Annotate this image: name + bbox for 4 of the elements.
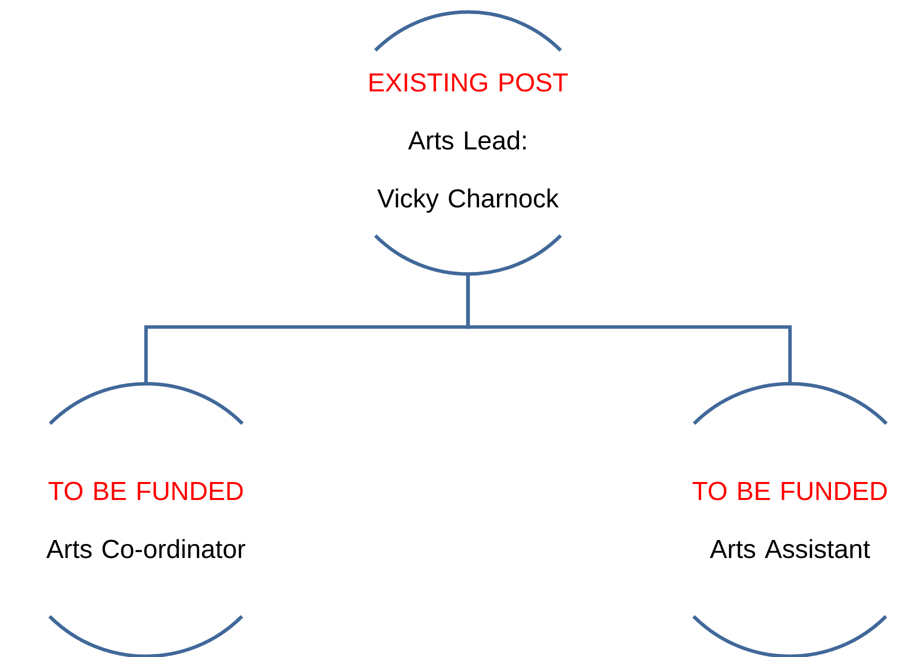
circle-node: TO BE FUNDED Arts Co-ordinator [46, 382, 246, 657]
circle-node: EXISTING POST Arts Lead: Vicky Charnock [370, 10, 568, 276]
connector [466, 274, 792, 384]
circle-node: TO BE FUNDED Arts Assistant [692, 382, 888, 657]
